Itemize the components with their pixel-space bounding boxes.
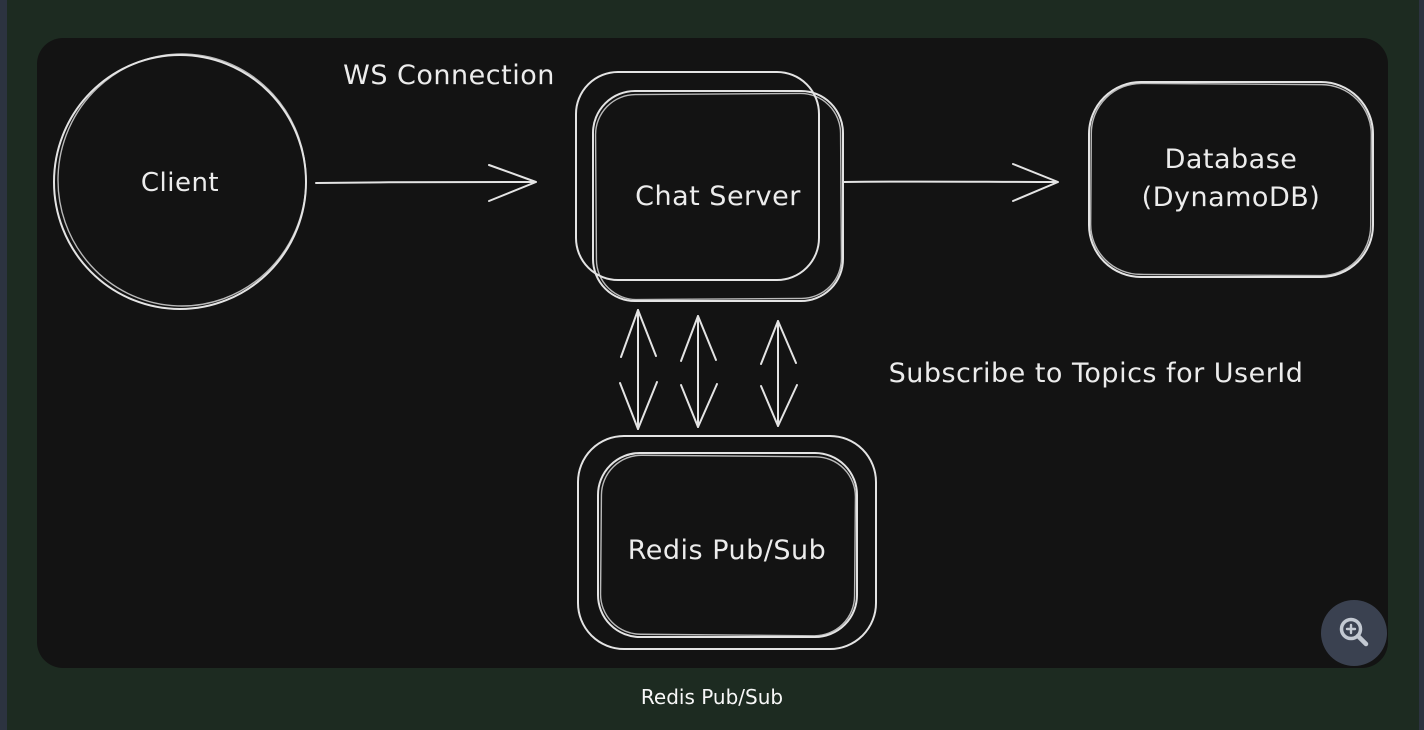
redis-node[interactable]: Redis Pub/Sub <box>577 435 877 650</box>
client-circle-overdraw <box>57 53 307 307</box>
diagram-svg: Client WS Connection Chat Server Databas… <box>53 50 1374 650</box>
database-overdraw <box>1089 82 1373 277</box>
client-node[interactable]: Client <box>53 50 311 311</box>
database-label-line1[interactable]: Database <box>1165 144 1298 175</box>
client-label[interactable]: Client <box>141 168 219 198</box>
double-arrow-3[interactable] <box>760 320 798 427</box>
arrow-chatserver-to-database[interactable] <box>843 163 1059 202</box>
redis-front-rect[interactable] <box>597 452 858 638</box>
arrow-client-to-chatserver[interactable] <box>315 164 537 202</box>
drawing-canvas[interactable]: Client WS Connection Chat Server Databas… <box>37 38 1388 668</box>
redis-back-rect <box>577 435 877 650</box>
chat-server-label[interactable]: Chat Server <box>635 181 801 212</box>
left-edge-strip <box>0 0 7 730</box>
double-arrow-2[interactable] <box>680 315 718 428</box>
redis-label[interactable]: Redis Pub/Sub <box>628 535 827 566</box>
database-rect[interactable] <box>1088 81 1374 278</box>
zoom-in-icon <box>1339 617 1369 647</box>
ws-connection-label[interactable]: WS Connection <box>343 60 555 91</box>
chat-server-back-rect <box>575 71 820 281</box>
zoom-in-button[interactable] <box>1321 600 1387 666</box>
right-edge-strip <box>1419 0 1424 730</box>
database-node[interactable]: Database (DynamoDB) <box>1088 81 1374 278</box>
subscribe-label[interactable]: Subscribe to Topics for UserId <box>889 358 1304 389</box>
arrows-chatserver-redis[interactable] <box>619 309 798 430</box>
chat-server-overdraw <box>594 92 843 301</box>
chat-server-node[interactable]: Chat Server <box>575 71 844 302</box>
redis-overdraw <box>599 454 857 637</box>
database-label-line2[interactable]: (DynamoDB) <box>1142 182 1321 213</box>
chat-server-front-rect[interactable] <box>592 90 844 302</box>
image-caption: Redis Pub/Sub <box>640 685 784 709</box>
double-arrow-1[interactable] <box>619 309 658 430</box>
